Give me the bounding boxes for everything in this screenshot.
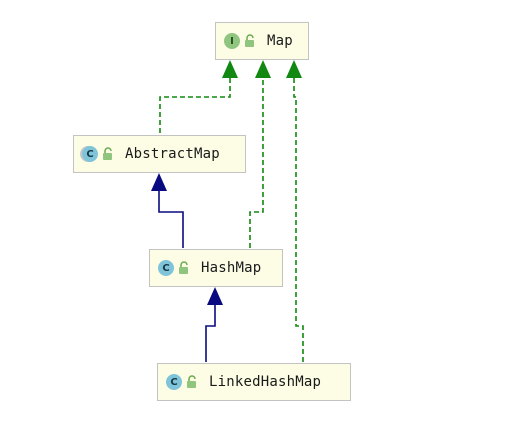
edge-hashmap-extends-abstractmap: [158, 191, 184, 248]
node-label-hashmap: HashMap: [201, 260, 262, 276]
unlocked-icon: [187, 375, 196, 388]
edge-linkedhashmap-extends-hashmap: [205, 305, 216, 362]
edge-linkedhashmap-implements-map: [293, 78, 304, 362]
arrowhead-hashmap-abstractmap: [151, 173, 167, 191]
arrowhead-abstractmap-map: [222, 60, 238, 78]
class-icon: C: [166, 374, 182, 390]
edge-abstractmap-implements-map: [159, 78, 231, 133]
node-label-abstractmap: AbstractMap: [125, 146, 220, 162]
interface-icon: I: [224, 33, 240, 49]
arrowhead-linkedhashmap-hashmap: [207, 287, 223, 305]
node-label-linkedhashmap: LinkedHashMap: [209, 374, 322, 390]
unlocked-icon: [179, 261, 188, 274]
edge-hashmap-implements-map: [249, 78, 264, 248]
arrowhead-linkedhashmap-map: [286, 60, 302, 78]
node-abstractmap[interactable]: C AbstractMap: [73, 135, 246, 173]
node-map[interactable]: I Map: [215, 22, 309, 60]
node-label-map: Map: [267, 33, 293, 49]
node-hashmap[interactable]: C HashMap: [149, 249, 283, 287]
abstract-class-icon: C: [82, 146, 98, 162]
unlocked-icon: [103, 147, 112, 160]
unlocked-icon: [245, 34, 254, 47]
class-icon: C: [158, 260, 174, 276]
node-linkedhashmap[interactable]: C LinkedHashMap: [157, 363, 351, 401]
arrowhead-hashmap-map: [255, 60, 271, 78]
